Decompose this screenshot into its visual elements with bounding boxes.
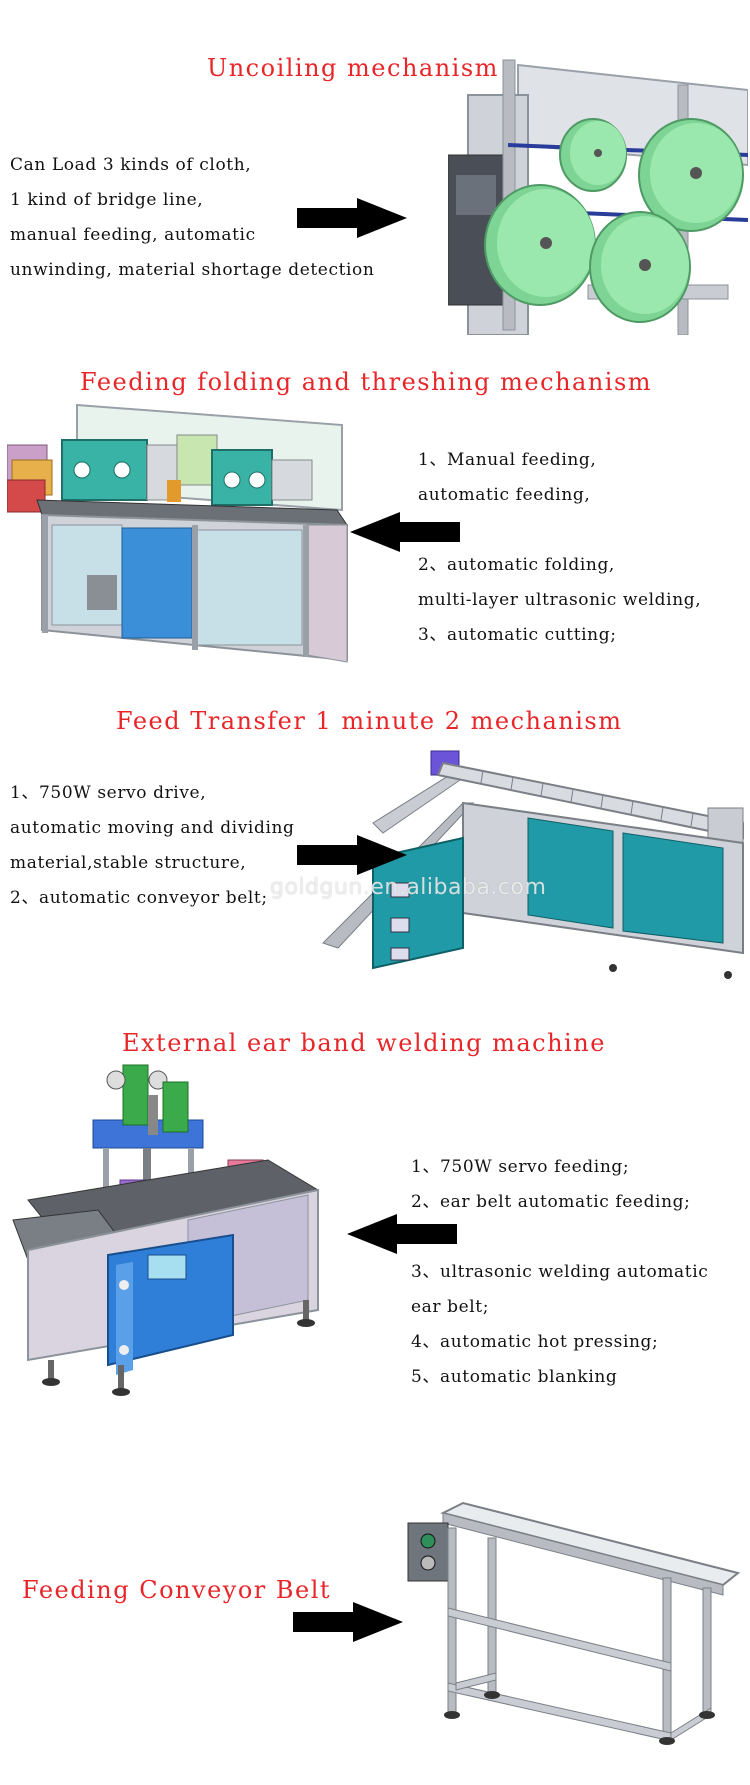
description-line: 3、ultrasonic welding automatic [411, 1262, 709, 1282]
right-arrow-icon [297, 835, 407, 875]
description-line: multi-layer ultrasonic welding, [418, 590, 702, 610]
description-line: Can Load 3 kinds of cloth, [10, 155, 252, 175]
feeding-folding-description: 1、Manual feeding, automatic feeding, 2、a… [418, 443, 701, 653]
description-line: 2、automatic conveyor belt; [10, 888, 268, 908]
watermark: goldgun.en.alibaba.com [270, 875, 547, 900]
ear-band-welding-machine-illustration [12, 1064, 320, 1396]
material-roll-icon [484, 184, 596, 306]
description-line: 1、750W servo feeding; [411, 1157, 630, 1177]
feed-transfer-description: 1、750W servo drive, automatic moving and… [10, 776, 295, 916]
feeding-conveyor-belt-illustration [407, 1501, 741, 1745]
section-title-conveyor-belt: Feeding Conveyor Belt [22, 1576, 332, 1604]
description-line: automatic feeding, [418, 485, 591, 505]
description-line: 2、automatic folding, [418, 555, 615, 575]
description-line: 5、automatic blanking [411, 1367, 618, 1387]
description-line: manual feeding, automatic [10, 225, 256, 245]
description-line: ear belt; [411, 1297, 490, 1317]
feeding-folding-machine-illustration [7, 403, 348, 663]
uncoiling-description: Can Load 3 kinds of cloth, 1 kind of bri… [10, 148, 374, 288]
right-arrow-icon [297, 198, 407, 238]
description-line: automatic moving and dividing [10, 818, 295, 838]
description-line: 2、ear belt automatic feeding; [411, 1192, 691, 1212]
description-line: 1、Manual feeding, [418, 450, 597, 470]
section-title-uncoiling: Uncoiling mechanism [207, 54, 499, 82]
material-roll-icon [559, 118, 627, 192]
material-roll-icon [638, 118, 744, 232]
left-arrow-icon [350, 512, 460, 552]
ear-band-description: 1、750W servo feeding; 2、ear belt automat… [411, 1150, 708, 1395]
feed-transfer-machine-illustration [322, 750, 744, 979]
description-line: material,stable structure, [10, 853, 247, 873]
uncoiling-machine-illustration [448, 59, 748, 335]
description-line: unwinding, material shortage detection [10, 260, 375, 280]
description-line: 4、automatic hot pressing; [411, 1332, 659, 1352]
section-title-ear-band: External ear band welding machine [122, 1029, 606, 1057]
description-line: 1 kind of bridge line, [10, 190, 204, 210]
material-roll-icon [589, 211, 691, 323]
right-arrow-icon [293, 1602, 403, 1642]
section-title-feed-transfer: Feed Transfer 1 minute 2 mechanism [116, 707, 623, 735]
description-line: 1、750W servo drive, [10, 783, 207, 803]
section-title-feeding-folding: Feeding folding and threshing mechanism [80, 368, 653, 396]
left-arrow-icon [347, 1214, 457, 1254]
description-line: 3、automatic cutting; [418, 625, 617, 645]
